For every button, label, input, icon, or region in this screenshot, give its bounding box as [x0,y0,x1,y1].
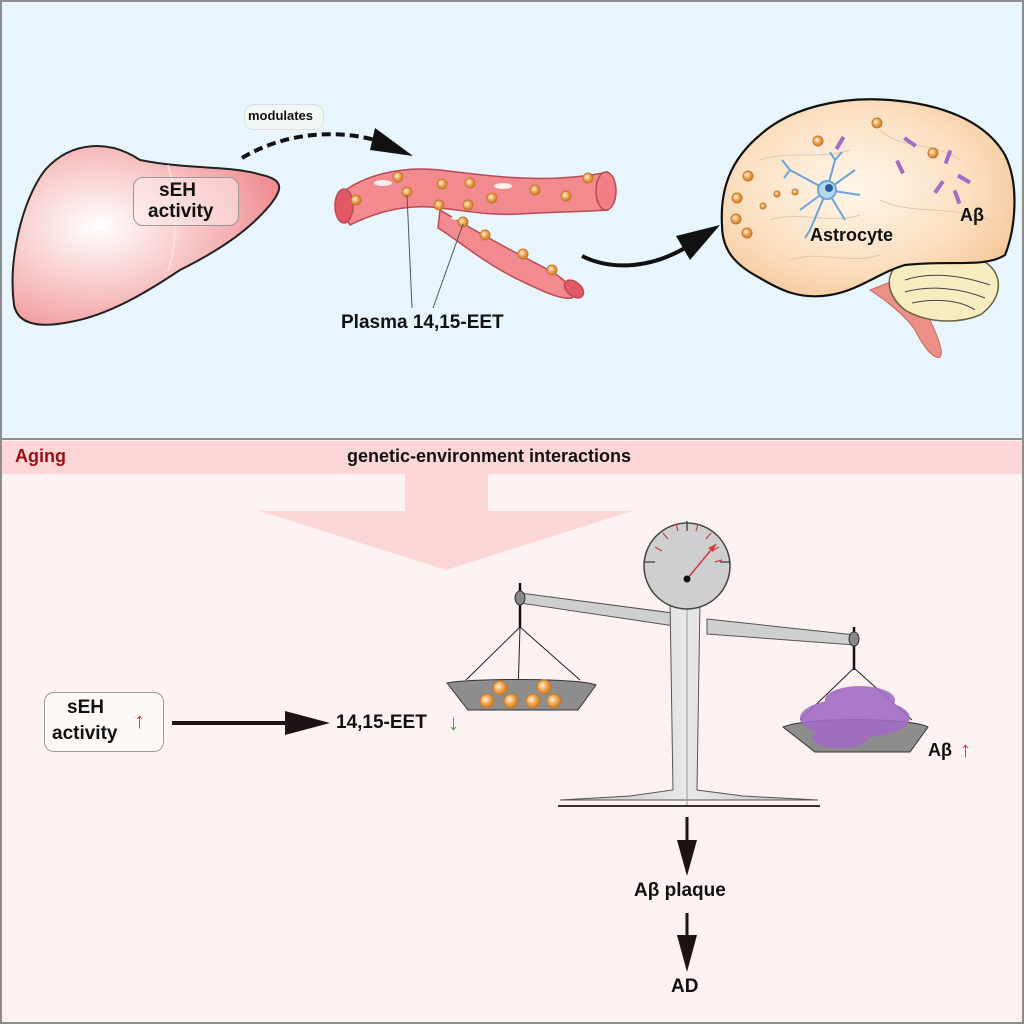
liver-seh-label-line2: activity [148,201,214,222]
panel-divider [0,438,1024,440]
ad-label: AD [671,976,699,997]
plasma-eet-label: Plasma 14,15-EET [341,312,504,333]
seh-label-line1: sEH [67,697,104,718]
modulates-badge [244,104,324,130]
vessel-to-brain-arrow [581,225,720,268]
liver-seh-badge [133,177,239,226]
brain-abeta-label: Aβ [960,205,984,225]
liver-shape [11,145,281,326]
abeta-plaque-label: Aβ plaque [634,880,726,901]
aging-label: Aging [15,446,66,466]
abeta-fibrils [834,135,972,205]
eet-callout-lines [406,194,464,309]
seh-activity-box [44,692,164,752]
cerebrum [720,98,1016,298]
aging-down-arrow [260,474,632,570]
abeta-label: Aβ [928,740,952,760]
astrocyte-label: Astrocyte [810,225,894,245]
ad-arrow [677,913,697,972]
plaque-arrow [677,817,697,876]
modulates-label: modulates [248,108,314,123]
interactions-label: genetic-environment interactions [347,446,632,466]
liver-seh-label-line1: sEH [159,180,196,201]
scale-gauge [643,522,731,610]
modulates-arrow [240,128,413,160]
eet-down-arrow-icon: ↓ [448,710,459,735]
seh-up-arrow-icon: ↑ [134,708,145,733]
seh-label-line2: activity [52,723,118,744]
abeta-up-arrow-icon: ↑ [960,737,971,762]
blood-vessel [334,168,617,299]
brain-eet-particles [730,117,939,239]
abeta-pile [800,686,910,748]
aging-band [2,441,1022,474]
eet-label: 14,15-EET [336,712,427,733]
liver-illustration [11,145,281,326]
brain-illustration [720,98,1016,359]
seh-to-eet-arrow [172,711,330,735]
eet-particles [350,171,594,276]
astrocyte-cell [781,151,861,239]
balance-scale [446,521,929,807]
